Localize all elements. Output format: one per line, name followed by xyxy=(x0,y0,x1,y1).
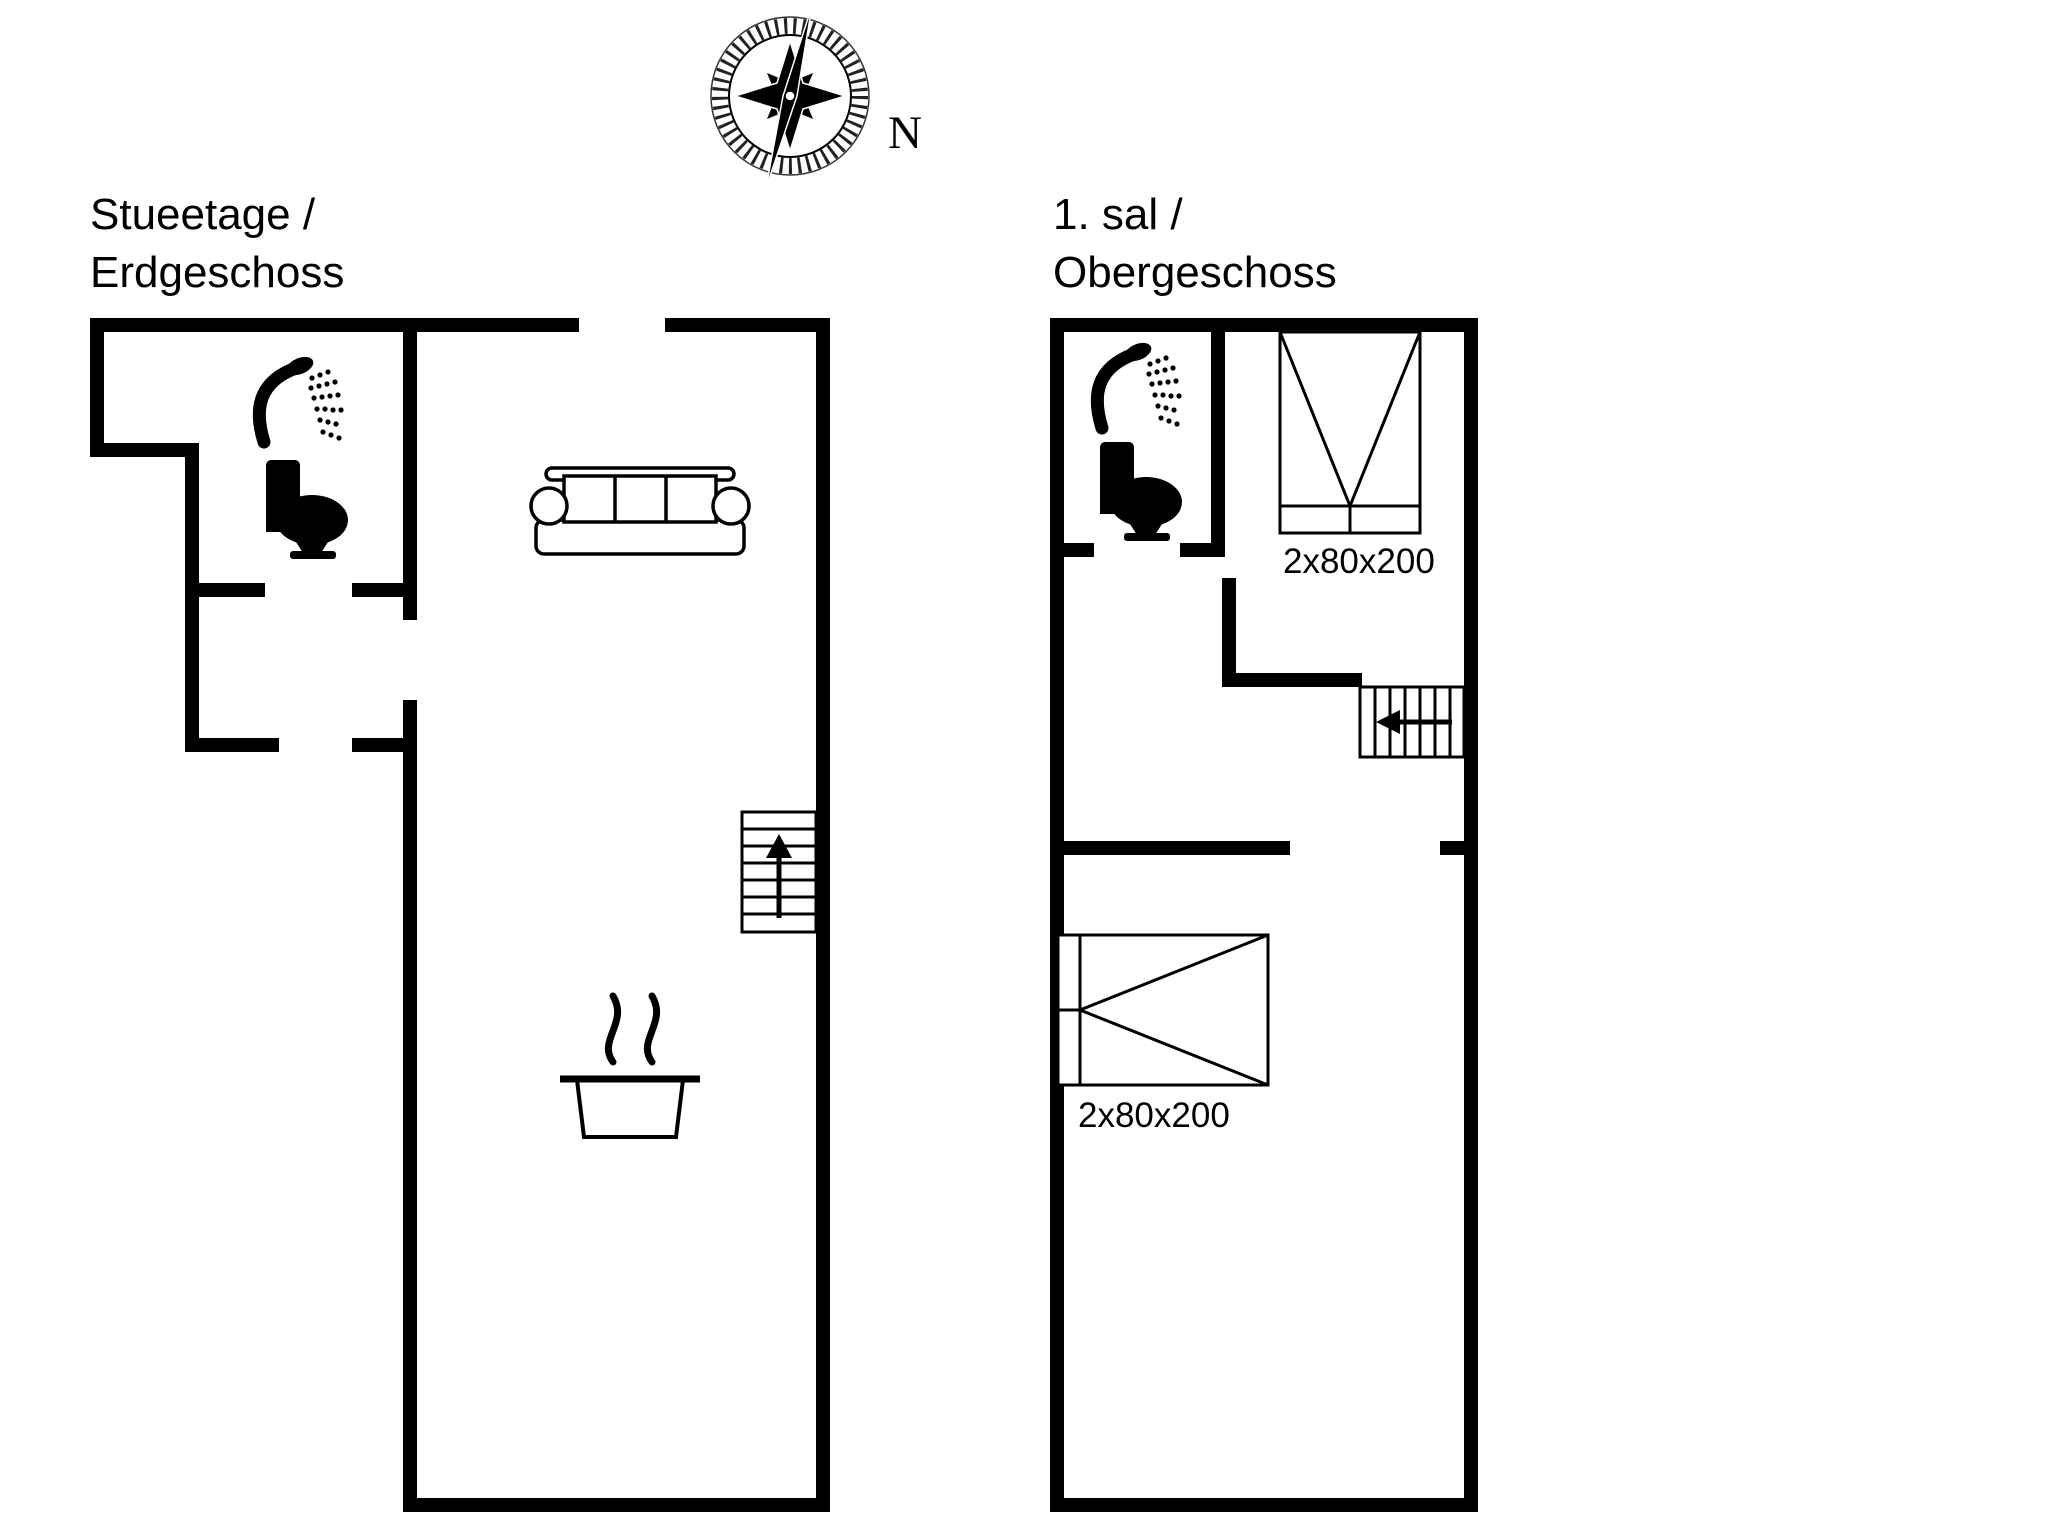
upper-floor-walls xyxy=(1050,318,1478,1512)
double-bed-bottom-icon xyxy=(1056,933,1270,1087)
wall-segment xyxy=(1180,543,1225,557)
upper-floor-plan xyxy=(1050,318,1478,1512)
wall-segment xyxy=(1050,1498,1478,1512)
double-bed-top-icon xyxy=(1278,330,1422,535)
wall-segment xyxy=(1050,318,1478,332)
wall-segment xyxy=(403,318,417,620)
wall-segment xyxy=(1064,841,1290,855)
ground-floor-title-line2: Erdgeschoss xyxy=(90,248,345,297)
wall-segment xyxy=(1440,841,1464,855)
wall-segment xyxy=(90,318,104,457)
staircase-up-icon xyxy=(740,810,818,934)
wall-segment xyxy=(665,318,830,332)
toilet-icon xyxy=(1100,442,1182,541)
ground-floor-walls xyxy=(90,318,830,1512)
ground-floor-title-line1: Stueetage / xyxy=(90,190,316,239)
cooking-pot-icon xyxy=(560,992,700,1139)
wall-segment xyxy=(352,738,417,752)
wall-segment xyxy=(403,1498,830,1512)
wall-segment xyxy=(1222,673,1362,687)
wall-segment xyxy=(1064,543,1094,557)
wall-segment xyxy=(1211,318,1225,557)
bed-size-label-top: 2x80x200 xyxy=(1283,542,1435,581)
left-arrow xyxy=(1376,710,1400,734)
wall-segment xyxy=(185,583,265,597)
wall-segment xyxy=(816,318,830,1512)
shower-icon xyxy=(1097,339,1181,428)
ground-floor-plan xyxy=(90,318,830,1512)
wall-segment xyxy=(1464,318,1478,1512)
shower-icon xyxy=(259,353,343,442)
staircase-down-icon xyxy=(1358,685,1466,759)
compass-rose-icon xyxy=(710,5,870,189)
sofa-icon xyxy=(529,466,751,556)
upper-floor-title-line2: Obergeschoss xyxy=(1053,248,1337,297)
wall-segment xyxy=(90,318,579,332)
wall-segment xyxy=(352,583,417,597)
ground-floor-title: Stueetage / Erdgeschoss xyxy=(90,186,344,302)
wall-segment xyxy=(185,738,279,752)
wall-segment xyxy=(1222,578,1236,687)
up-arrow xyxy=(766,834,792,858)
compass-north-label: N xyxy=(888,107,922,159)
toilet-icon xyxy=(266,460,348,559)
bed-size-label-bottom: 2x80x200 xyxy=(1078,1096,1230,1135)
upper-floor-title-line1: 1. sal / xyxy=(1053,190,1183,239)
wall-segment xyxy=(90,443,199,457)
upper-floor-title: 1. sal / Obergeschoss xyxy=(1053,186,1337,302)
wall-segment xyxy=(1050,318,1064,1512)
wall-segment xyxy=(403,700,417,1512)
wall-segment xyxy=(185,443,199,752)
